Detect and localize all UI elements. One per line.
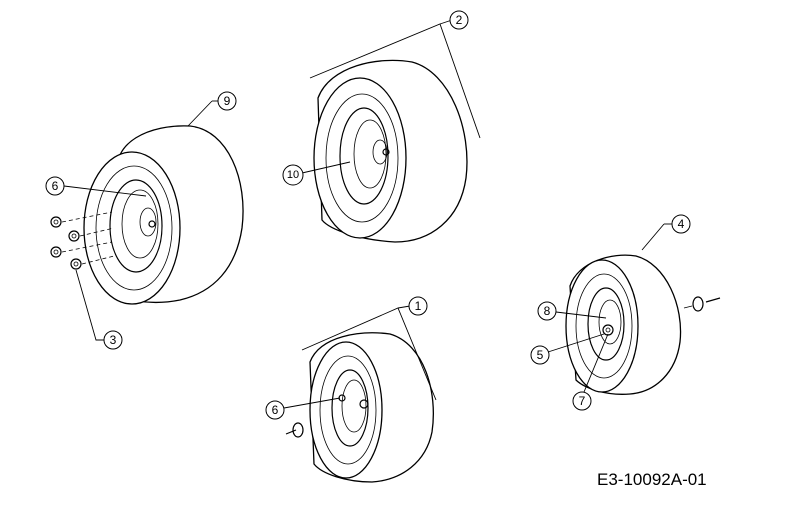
svg-text:9: 9 bbox=[224, 94, 231, 108]
leader-6b bbox=[283, 397, 341, 409]
callout-8: 8 bbox=[537, 301, 557, 321]
callout-4: 4 bbox=[671, 214, 691, 234]
leader-8 bbox=[555, 311, 607, 319]
leader-3 bbox=[75, 269, 104, 341]
wheel-1-bottom bbox=[285, 332, 434, 483]
svg-text:8: 8 bbox=[544, 304, 551, 318]
callout-6a: 6 bbox=[45, 176, 65, 196]
leader-10 bbox=[301, 161, 351, 174]
svg-text:2: 2 bbox=[456, 13, 463, 27]
callout-7: 7 bbox=[572, 391, 592, 411]
callout-1-bracket bbox=[301, 305, 437, 401]
leader-5 bbox=[547, 333, 605, 353]
svg-text:3: 3 bbox=[110, 333, 117, 347]
leader-9 bbox=[187, 100, 213, 127]
callout-5: 5 bbox=[530, 345, 550, 365]
callout-3: 3 bbox=[103, 330, 123, 350]
leader-7 bbox=[583, 333, 609, 393]
wheel-9-left bbox=[50, 125, 244, 305]
callout-2: 2 bbox=[449, 10, 469, 30]
callout-1: 1 bbox=[408, 296, 428, 316]
lug-nuts bbox=[50, 211, 115, 270]
svg-text:4: 4 bbox=[678, 217, 685, 231]
svg-text:7: 7 bbox=[579, 394, 586, 408]
svg-text:1: 1 bbox=[415, 299, 422, 313]
callout-9: 9 bbox=[217, 91, 237, 111]
leader-4 bbox=[641, 223, 665, 251]
wheel-10-top bbox=[313, 59, 468, 243]
callout-6b: 6 bbox=[265, 400, 285, 420]
svg-text:6: 6 bbox=[52, 179, 59, 193]
drawing-code: E3-10092A-01 bbox=[597, 470, 707, 489]
callout-10: 10 bbox=[282, 164, 304, 186]
svg-text:10: 10 bbox=[287, 169, 299, 181]
leader-6a bbox=[63, 185, 147, 197]
wheel-4-right bbox=[565, 254, 721, 395]
svg-text:5: 5 bbox=[537, 348, 544, 362]
svg-text:6: 6 bbox=[272, 403, 279, 417]
